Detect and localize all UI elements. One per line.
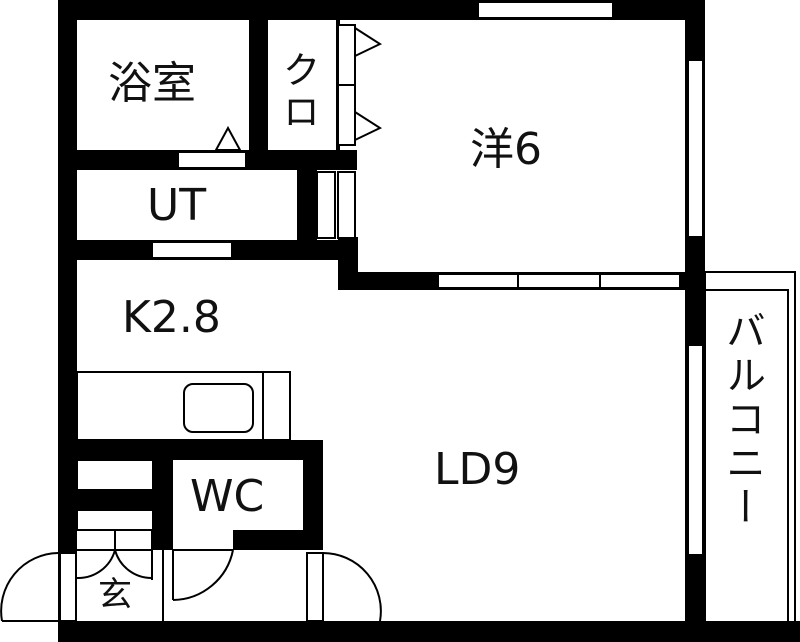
- room-label-bath: 浴室: [108, 58, 196, 109]
- room-label-ld: LD9: [434, 444, 521, 495]
- doors: [151, 24, 383, 259]
- room-label-wc: WC: [190, 471, 265, 522]
- room-label-entrance: 玄: [98, 575, 132, 615]
- room-label-balcony: バルコニー: [719, 310, 765, 530]
- room-label-western: 洋6: [470, 124, 542, 175]
- balcony: [704, 271, 796, 638]
- room-label-closet: クロ: [276, 50, 320, 134]
- windows: [437, 1, 704, 556]
- entrance-area: [0, 459, 382, 622]
- room-label-utility: UT: [147, 180, 207, 231]
- room-label-kitchen: K2.8: [122, 292, 221, 343]
- kitchen-counter: [76, 371, 291, 441]
